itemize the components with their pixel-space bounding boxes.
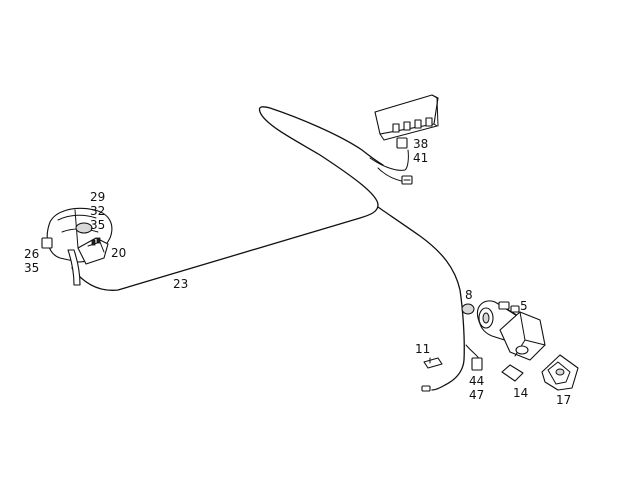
callout-29: 29 [90, 190, 105, 204]
callout-8: 8 [465, 288, 473, 302]
callout-labels: 29 32 35 26 35 20 23 38 41 8 5 11 44 47 … [24, 137, 571, 407]
callout-47: 47 [469, 388, 484, 402]
callout-14: 14 [513, 386, 528, 400]
relay-bracket-38 [374, 94, 439, 185]
connector-44 [471, 357, 483, 371]
left-motor-assembly [41, 207, 113, 286]
callout-44: 44 [469, 374, 484, 388]
callout-20: 20 [111, 246, 126, 260]
right-motor-assembly [461, 300, 579, 391]
callout-35-bottom: 35 [24, 261, 39, 275]
callout-23: 23 [173, 277, 188, 291]
wiring-harness-23 [71, 106, 481, 391]
connector-11 [421, 357, 443, 392]
callout-26: 26 [24, 247, 39, 261]
callout-11: 11 [415, 342, 430, 356]
callout-35-top: 35 [90, 218, 105, 232]
callout-41: 41 [413, 151, 428, 165]
callout-17: 17 [556, 393, 571, 407]
callout-32: 32 [90, 204, 105, 218]
callout-5: 5 [520, 299, 528, 313]
callout-38: 38 [413, 137, 428, 151]
